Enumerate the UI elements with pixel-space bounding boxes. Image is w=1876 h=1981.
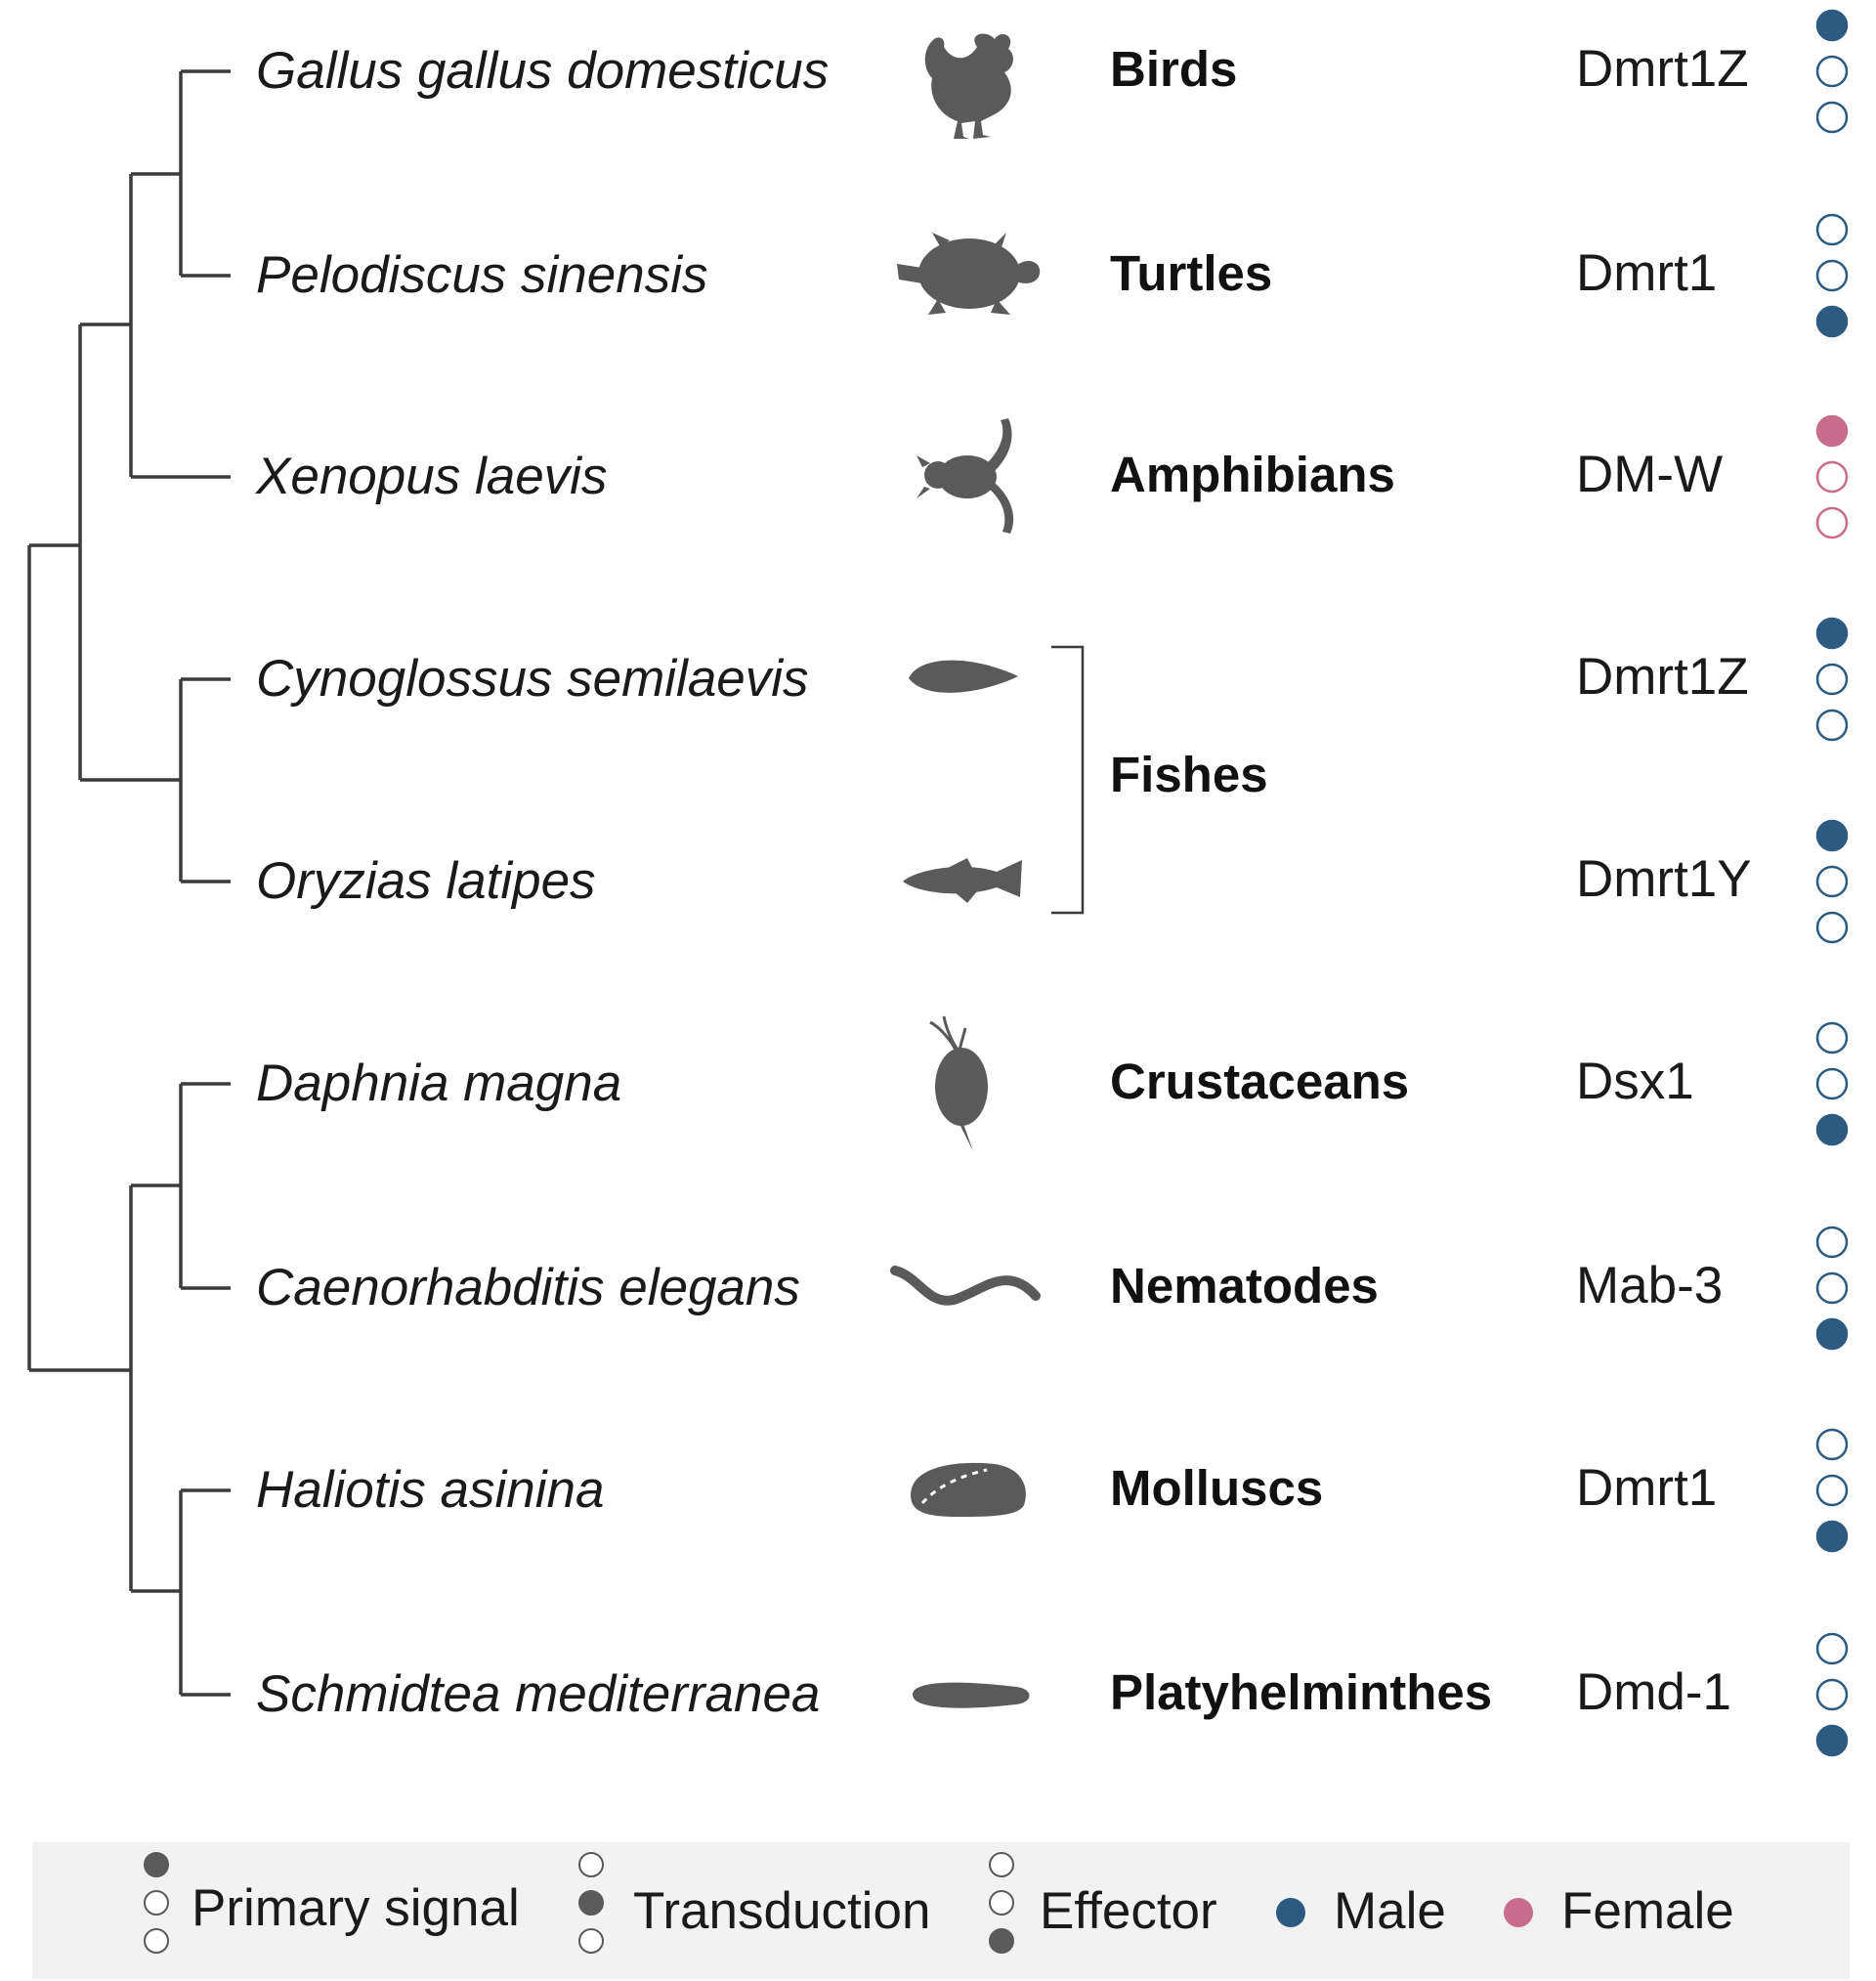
legend-male-label: Male xyxy=(1334,1882,1446,1940)
legend-dot-transduction xyxy=(144,1890,169,1916)
abalone-icon xyxy=(911,1462,1026,1517)
species-label: Xenopus laevis xyxy=(254,448,607,505)
group-label: Crustaceans xyxy=(1110,1054,1409,1109)
species-label: Schmidtea mediterranea xyxy=(256,1665,820,1723)
role-dot-effector xyxy=(1815,1113,1849,1146)
legend-dot-primary xyxy=(144,1852,169,1877)
group-label: Turtles xyxy=(1110,245,1272,301)
role-dot-effector xyxy=(1815,709,1849,742)
tree-branch-ecdysozoa xyxy=(179,1082,231,1290)
role-dot-effector xyxy=(1815,1520,1849,1553)
role-dot-effector xyxy=(1815,911,1849,944)
tree-branch-tetrapods xyxy=(129,172,231,479)
role-dot-primary xyxy=(1815,1428,1849,1461)
group-labels: Birds Turtles Amphibians Fishes Crustace… xyxy=(1110,41,1492,1720)
tree-branch-root xyxy=(27,543,131,1372)
gene-label: Dsx1 xyxy=(1576,1053,1694,1110)
legend-dot-effector xyxy=(578,1928,604,1954)
legend-female-label: Female xyxy=(1561,1882,1734,1940)
legend-male-dot xyxy=(1276,1898,1305,1927)
role-dot-effector xyxy=(1815,1724,1849,1757)
group-label: Platyhelminthes xyxy=(1110,1664,1492,1720)
role-dot-primary xyxy=(1815,1632,1849,1665)
role-dot-transduction xyxy=(1815,55,1849,88)
medaka-icon xyxy=(903,858,1022,903)
species-label: Haliotis asinina xyxy=(256,1461,604,1519)
phylogenetic-tree xyxy=(27,69,231,1697)
legend-background xyxy=(32,1842,1850,1979)
role-dot-transduction xyxy=(1815,663,1849,696)
role-dot-primary xyxy=(1815,213,1849,246)
gene-label: Dmrt1Z xyxy=(1576,40,1749,98)
frog-icon xyxy=(917,418,1014,534)
role-dot-primary xyxy=(1815,819,1849,852)
legend-primary-signal-label: Primary signal xyxy=(192,1879,520,1937)
flatfish-icon xyxy=(909,660,1018,693)
group-label: Amphibians xyxy=(1110,447,1395,502)
role-dot-effector xyxy=(1815,506,1849,539)
legend-dot-effector xyxy=(144,1928,169,1954)
gene-label: Dmrt1Y xyxy=(1576,850,1752,908)
flatworm-icon xyxy=(913,1682,1030,1708)
role-dot-primary xyxy=(1815,414,1849,448)
role-dot-transduction xyxy=(1815,259,1849,292)
species-label: Gallus gallus domesticus xyxy=(256,42,829,100)
water-flea-icon xyxy=(929,1015,988,1151)
role-dot-primary xyxy=(1815,9,1849,42)
species-labels: Gallus gallus domesticus Pelodiscus sine… xyxy=(254,42,829,1723)
rooster-icon xyxy=(924,33,1013,139)
gene-label: DM-W xyxy=(1576,446,1723,503)
group-label: Nematodes xyxy=(1110,1258,1379,1313)
species-label: Caenorhabditis elegans xyxy=(256,1259,800,1316)
role-indicators xyxy=(1815,9,1849,1757)
legend-dot-primary xyxy=(989,1852,1014,1877)
role-dot-transduction xyxy=(1815,1067,1849,1100)
role-dot-transduction xyxy=(1815,1678,1849,1711)
role-dot-transduction xyxy=(1815,1271,1849,1305)
tree-branch-amniotes xyxy=(179,69,231,278)
tree-branch-fishes xyxy=(179,677,231,883)
gene-label: Dmrt1 xyxy=(1576,1459,1717,1517)
legend-female-dot xyxy=(1504,1898,1533,1927)
legend-transduction-label: Transduction xyxy=(633,1882,930,1940)
gene-labels: Dmrt1Z Dmrt1 DM-W Dmrt1Z Dmrt1Y Dsx1 Mab… xyxy=(1576,40,1752,1721)
tree-branch-invertebrates xyxy=(129,1184,181,1593)
species-label: Oryzias latipes xyxy=(256,852,596,910)
legend-effector-label: Effector xyxy=(1040,1882,1217,1940)
role-dot-transduction xyxy=(1815,460,1849,494)
fishes-bracket xyxy=(1051,645,1085,915)
species-label: Cynoglossus semilaevis xyxy=(256,650,809,708)
legend-dot-transduction xyxy=(578,1890,604,1916)
legend-role-dots xyxy=(144,1852,1014,1954)
group-label: Molluscs xyxy=(1110,1460,1323,1516)
turtle-icon xyxy=(897,233,1041,315)
gene-label: Mab-3 xyxy=(1576,1257,1723,1314)
group-label: Birds xyxy=(1110,41,1237,97)
tree-branch-spiralia xyxy=(179,1488,231,1697)
gene-label: Dmrt1Z xyxy=(1576,648,1749,706)
group-label: Fishes xyxy=(1110,747,1268,802)
legend-dot-transduction xyxy=(989,1890,1014,1916)
role-dot-transduction xyxy=(1815,865,1849,898)
role-dot-primary xyxy=(1815,617,1849,650)
legend-dot-primary xyxy=(578,1852,604,1877)
species-label: Daphnia magna xyxy=(256,1055,621,1112)
worm-icon xyxy=(890,1266,1041,1306)
legend: Primary signal Transduction Effector Mal… xyxy=(32,1842,1850,1979)
role-dot-primary xyxy=(1815,1226,1849,1259)
gene-label: Dmd-1 xyxy=(1576,1663,1731,1721)
tree-branch-vertebrates xyxy=(78,323,181,782)
role-dot-effector xyxy=(1815,101,1849,134)
role-dot-primary xyxy=(1815,1021,1849,1055)
legend-dot-effector xyxy=(989,1928,1014,1954)
species-label: Pelodiscus sinensis xyxy=(256,246,708,304)
role-dot-effector xyxy=(1815,305,1849,338)
role-dot-transduction xyxy=(1815,1474,1849,1507)
gene-label: Dmrt1 xyxy=(1576,244,1717,302)
animal-silhouettes xyxy=(890,33,1041,1708)
role-dot-effector xyxy=(1815,1317,1849,1351)
